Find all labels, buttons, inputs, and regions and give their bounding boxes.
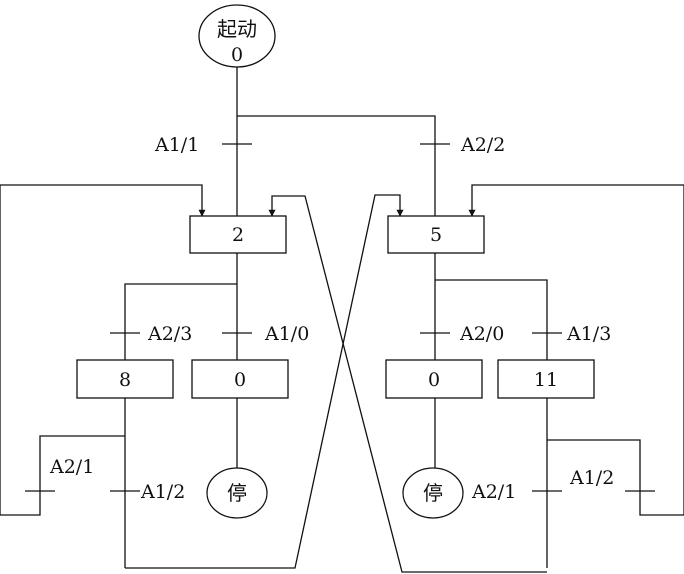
transition-labels: A1/1 A2/2 A2/3 A1/0 A2/0 A1/3 A2/1 A1/2 … <box>49 134 614 503</box>
transition-label-a2-2: A2/2 <box>460 134 505 156</box>
connection-lines <box>0 66 684 573</box>
transition-label-a1-2-right: A1/2 <box>569 467 614 489</box>
stop-node-left-label: 停 <box>227 481 247 505</box>
state-box-0-right-label: 0 <box>428 369 440 391</box>
state-box-11: 11 <box>497 359 595 399</box>
stop-node-right-label: 停 <box>423 481 443 505</box>
stop-node-right: 停 <box>402 467 464 519</box>
transition-label-a2-3: A2/3 <box>147 323 192 345</box>
state-box-0-left: 0 <box>191 359 289 399</box>
start-value: 0 <box>231 44 243 66</box>
state-box-8-label: 8 <box>119 369 131 391</box>
state-box-2: 2 <box>189 215 287 254</box>
stop-node-left: 停 <box>206 467 268 519</box>
state-box-5: 5 <box>387 215 485 254</box>
state-box-0-left-label: 0 <box>234 369 246 391</box>
transition-label-a1-0: A1/0 <box>264 323 309 345</box>
start-node: 起动 0 <box>198 4 276 68</box>
transition-ticks <box>25 143 655 492</box>
state-box-5-label: 5 <box>430 224 442 246</box>
transition-label-a2-1-left: A2/1 <box>49 456 94 478</box>
state-box-11-label: 11 <box>534 369 558 391</box>
state-box-8: 8 <box>76 359 174 399</box>
state-box-2-label: 2 <box>232 224 244 246</box>
transition-label-a2-1-right: A2/1 <box>471 481 516 503</box>
start-label: 起动 <box>217 17 257 41</box>
transition-label-a1-1: A1/1 <box>154 134 199 156</box>
transition-label-a1-2-left: A1/2 <box>140 481 185 503</box>
transition-label-a1-3: A1/3 <box>566 323 611 345</box>
transition-label-a2-0: A2/0 <box>459 323 504 345</box>
state-box-0-right: 0 <box>385 359 483 399</box>
